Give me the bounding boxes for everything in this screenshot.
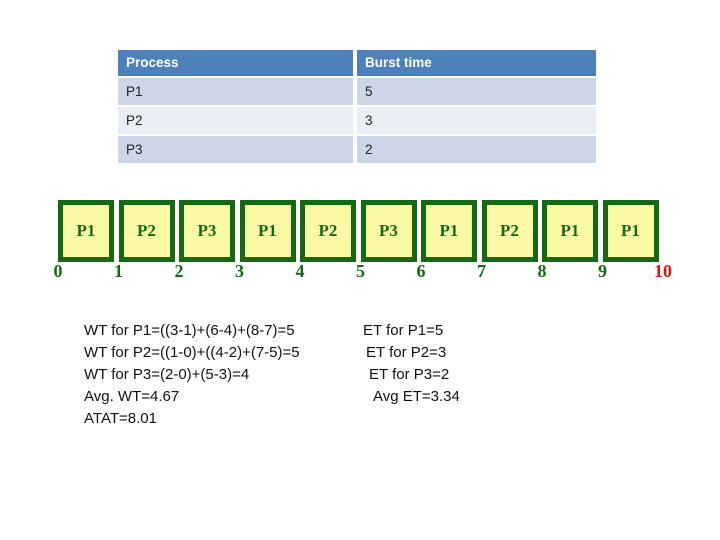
- gantt-segment: P1: [58, 200, 114, 262]
- gantt-tick: 2: [174, 261, 184, 281]
- process-table: Process Burst time P1 5 P2 3 P3 2: [118, 50, 596, 165]
- gantt-tick: 8: [537, 261, 547, 281]
- gantt-tick: 4: [295, 261, 305, 281]
- table-cell-process: P2: [118, 107, 353, 134]
- table-cell-burst: 5: [357, 78, 596, 105]
- table-row: P1 5: [118, 78, 596, 105]
- gantt-segment: P3: [179, 200, 235, 262]
- wt-line-p3: WT for P3=(2-0)+(5-3)=4: [84, 366, 250, 383]
- waiting-time-column: WT for P1=((3-1)+(6-4)+(8-7)=5 WT for P2…: [84, 320, 300, 430]
- table-row: P2 3: [118, 107, 596, 134]
- gantt-tick: 0: [53, 261, 63, 281]
- turnaround-time-column: ET for P1=5 ET for P2=3 ET for P3=2 Avg …: [363, 320, 460, 408]
- table-cell-process: P3: [118, 136, 353, 163]
- table-cell-burst: 2: [357, 136, 596, 163]
- gantt-tick: 3: [235, 261, 244, 281]
- gantt-tick: 5: [356, 261, 365, 281]
- gantt-tick: 7: [477, 261, 486, 281]
- table-cell-burst: 3: [357, 107, 596, 134]
- gantt-timeline: 0 1 2 3 4 5 6 7 8 9 10: [54, 261, 708, 285]
- et-line-p1: ET for P1=5: [363, 322, 444, 339]
- gantt-tick: 1: [114, 261, 123, 281]
- gantt-tick: 9: [598, 261, 607, 281]
- table-row: P3 2: [118, 136, 596, 163]
- table-header-row: Process Burst time: [118, 50, 596, 76]
- et-line-p2: ET for P2=3: [366, 344, 447, 361]
- gantt-segment: P2: [481, 200, 538, 262]
- calculations-block: WT for P1=((3-1)+(6-4)+(8-7)=5 WT for P2…: [84, 320, 460, 430]
- gantt-segment: P2: [300, 200, 356, 262]
- gantt-tick: 6: [416, 261, 426, 281]
- gantt-segment: P2: [118, 200, 175, 262]
- gantt-chart: P1 P2 P3 P1 P2 P3 P1 P2 P1 P1 0 1 2 3 4 …: [54, 200, 708, 285]
- et-line-p3: ET for P3=2: [369, 366, 450, 383]
- gantt-segment: P1: [421, 200, 477, 262]
- gantt-segment: P1: [602, 200, 659, 262]
- table-header-burst-time: Burst time: [357, 50, 596, 76]
- avg-wt-line: Avg. WT=4.67: [84, 388, 180, 405]
- wt-line-p2: WT for P2=((1-0)+((4-2)+(7-5)=5: [84, 344, 300, 361]
- gantt-segment: P1: [239, 200, 296, 262]
- gantt-tick-final: 10: [654, 261, 672, 281]
- gantt-segment: P3: [360, 200, 417, 262]
- table-cell-process: P1: [118, 78, 353, 105]
- gantt-segments: P1 P2 P3 P1 P2 P3 P1 P2 P1 P1: [58, 200, 708, 262]
- gantt-segment: P1: [542, 200, 598, 262]
- table-header-process: Process: [118, 50, 353, 76]
- avg-et-line: Avg ET=3.34: [373, 388, 460, 405]
- wt-line-p1: WT for P1=((3-1)+(6-4)+(8-7)=5: [84, 322, 295, 339]
- atat-line: ATAT=8.01: [84, 410, 157, 427]
